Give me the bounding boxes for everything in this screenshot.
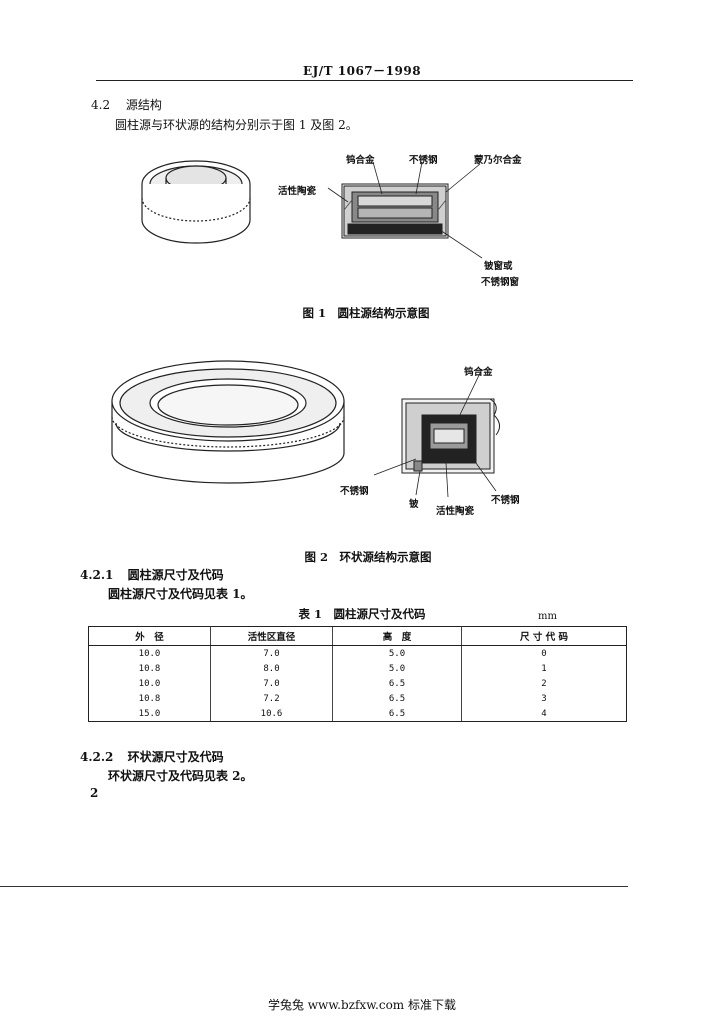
- table-cell: 7.2: [210, 691, 333, 706]
- table-cell: 15.0: [88, 706, 211, 722]
- table-cell: 10.0: [138, 678, 161, 689]
- section-4-2-1-body: 圆柱源尺寸及代码见表 1。: [108, 587, 253, 601]
- table-cell: 10.8: [138, 663, 161, 674]
- table-cell: 4: [461, 706, 627, 722]
- table-row: 10.8 7.2 6.5 3: [89, 691, 627, 706]
- ring-source-section: [401, 398, 500, 474]
- table-cell: 0: [461, 645, 627, 661]
- figure-1-drawing: [141, 160, 483, 259]
- table-cell: 3: [461, 691, 627, 706]
- table-cell: 10.6: [210, 706, 333, 722]
- table-cell: 5.0: [332, 645, 462, 661]
- section-4-2-1-heading: 4.2.1 圆柱源尺寸及代码: [80, 566, 224, 583]
- section-4-2-2-heading: 4.2.2 环状源尺寸及代码: [80, 748, 224, 765]
- fig1-label-tungsten: 钨合金: [346, 155, 375, 166]
- table-header-row: 外 径 活性区直径 高 度 尺 寸 代 码: [88, 626, 627, 646]
- fig2-label-ceramic: 活性陶瓷: [436, 506, 475, 517]
- table-header-cell: 活性区直径: [210, 626, 333, 646]
- table-cell: 5.0: [332, 661, 462, 676]
- table-header-cell: 外 径: [88, 626, 211, 646]
- fig1-label-window: 铍窗或: [484, 261, 513, 272]
- fig1-label-ceramic: 活性陶瓷: [278, 186, 317, 197]
- fig2-label-stainless-right: 不锈钢: [491, 495, 520, 506]
- section-title: 源结构: [125, 98, 162, 112]
- doc-header: EJ/T 1067－1998: [302, 64, 422, 78]
- section-number: 4.2.1: [80, 568, 114, 582]
- section-number: 4.2.2: [80, 750, 114, 764]
- fig1-label-monel: 蒙乃尔合金: [474, 155, 522, 166]
- footer-text[interactable]: 学兔兔 www.bzfxw.com 标准下载: [267, 998, 457, 1012]
- cylinder-source-section: [341, 183, 449, 239]
- table-header-cell: 高 度: [332, 626, 462, 646]
- fig1-label-stainless: 不锈钢: [409, 155, 438, 166]
- cylinder-source-3d: [141, 160, 251, 244]
- figure-1-leaders: [327, 161, 483, 259]
- table-cell: 6.5: [332, 676, 462, 691]
- fig2-label-tungsten: 钨合金: [464, 367, 493, 378]
- table-cell: 8.0: [210, 661, 333, 676]
- table-cell: 2: [461, 676, 627, 691]
- table-row: 10.0 7.0 6.5 2: [89, 676, 627, 691]
- table-cell: 1: [461, 661, 627, 676]
- table-1-title: 表 1 圆柱源尺寸及代码: [298, 607, 426, 621]
- figure-1-caption: 图 1 圆柱源结构示意图: [302, 306, 430, 320]
- table-row: 10.8 8.0 5.0 1: [89, 661, 627, 676]
- table-cell: 10.0: [138, 648, 161, 659]
- ring-source-3d: [111, 360, 345, 484]
- table-cell: 7.0: [210, 645, 333, 661]
- table-1-unit: mm: [538, 611, 557, 622]
- footer-rule: [0, 886, 628, 887]
- section-title: 圆柱源尺寸及代码: [127, 568, 224, 582]
- fig2-label-stainless-left: 不锈钢: [340, 486, 369, 497]
- figure-2-caption: 图 2 环状源结构示意图: [304, 550, 432, 564]
- table-cell: 6.5: [332, 706, 462, 722]
- section-title: 环状源尺寸及代码: [127, 750, 224, 764]
- table-row: 10.0 7.0 5.0 0: [89, 645, 627, 661]
- figure-2-drawing: [111, 360, 500, 498]
- section-4-2-body: 圆柱源与环状源的结构分别示于图 1 及图 2。: [115, 118, 358, 132]
- header-rule: [96, 80, 633, 81]
- section-4-2-heading: 4.2 源结构: [91, 96, 162, 113]
- table-cell: 10.8: [138, 693, 161, 704]
- table-row: 15.0 10.6 6.5 4: [88, 706, 627, 722]
- table-header-cell: 尺 寸 代 码: [461, 626, 627, 646]
- table-1: 外 径 活性区直径 高 度 尺 寸 代 码 10.0 7.0 5.0 0 10.…: [88, 626, 627, 722]
- section-4-2-2-body: 环状源尺寸及代码见表 2。: [108, 769, 253, 783]
- figure-2-leaders: [373, 368, 497, 498]
- fig1-label-window-2: 不锈钢窗: [481, 277, 520, 288]
- table-cell: 6.5: [332, 691, 462, 706]
- section-number: 4.2: [91, 98, 111, 112]
- table-cell: 7.0: [210, 676, 333, 691]
- fig2-label-beryllium: 铍: [409, 499, 419, 510]
- page-number: 2: [90, 786, 99, 800]
